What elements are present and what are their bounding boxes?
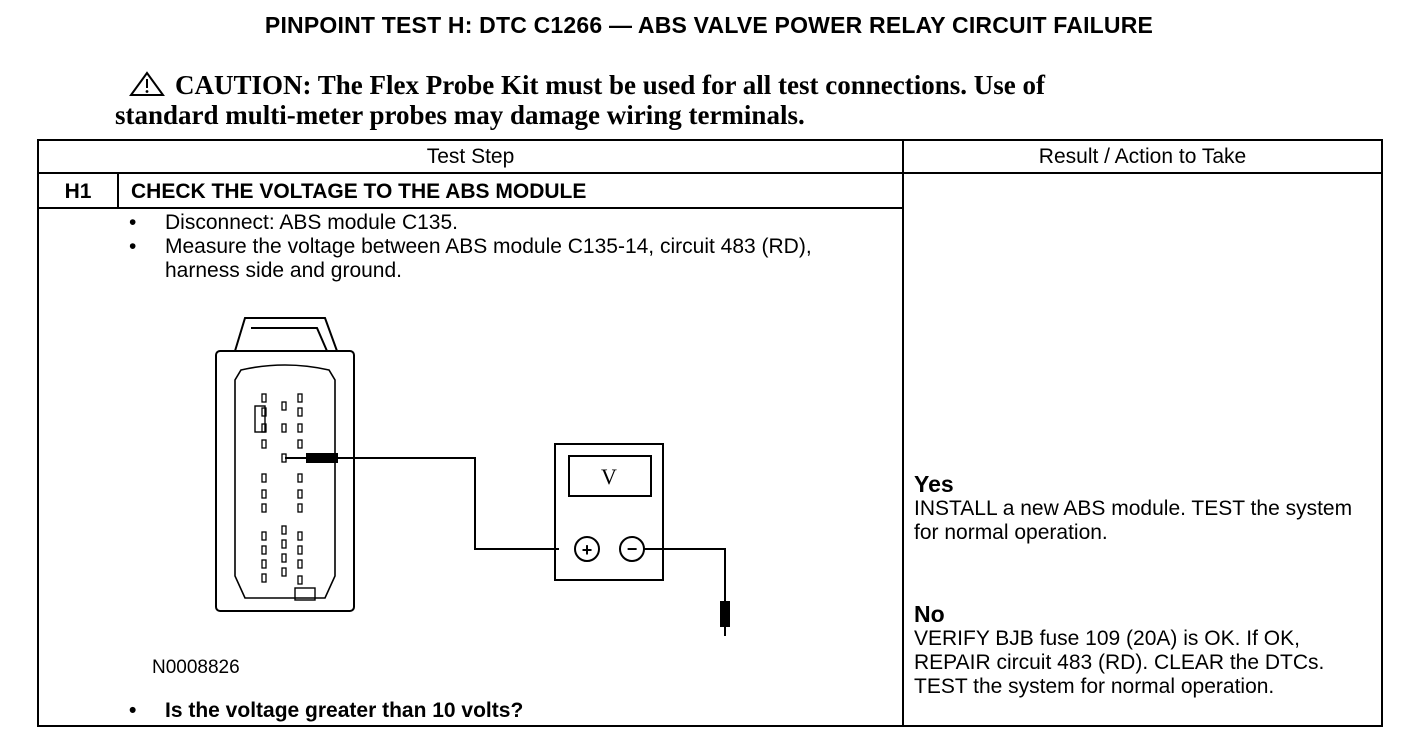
result-no: No VERIFY BJB fuse 109 (20A) is OK. If O…	[914, 601, 1374, 699]
meter-minus-terminal: −	[627, 539, 638, 559]
result-yes: Yes INSTALL a new ABS module. TEST the s…	[914, 471, 1374, 545]
result-no-text: VERIFY BJB fuse 109 (20A) is OK. If OK, …	[914, 627, 1325, 698]
header-result: Result / Action to Take	[1038, 145, 1247, 168]
caution-label: CAUTION:	[175, 70, 312, 100]
figure-code: N0008826	[152, 657, 240, 678]
header-divider	[39, 172, 1381, 174]
negative-test-lead	[644, 548, 730, 636]
step-question: Is the voltage greater than 10 volts?	[127, 699, 523, 723]
caution-text-line2: standard multi-meter probes may damage w…	[115, 100, 805, 130]
abs-connector	[215, 317, 355, 612]
voltmeter	[554, 443, 664, 581]
caution-text-line1: The Flex Probe Kit must be used for all …	[317, 70, 1045, 100]
instruction-item: Disconnect: ABS module C135.	[127, 211, 887, 235]
meter-plus-terminal: +	[582, 540, 593, 560]
step-heading: CHECK THE VOLTAGE TO THE ABS MODULE	[131, 180, 587, 203]
step-id-divider	[117, 173, 119, 209]
result-no-label: No	[914, 601, 945, 627]
warning-triangle-icon	[129, 71, 165, 96]
meter-label: V	[601, 464, 617, 489]
column-divider	[902, 141, 904, 725]
result-yes-label: Yes	[914, 471, 954, 497]
caution-note: CAUTION: The Flex Probe Kit must be used…	[115, 70, 1235, 130]
step-id: H1	[64, 180, 92, 203]
result-yes-text: INSTALL a new ABS module. TEST the syste…	[914, 497, 1353, 544]
test-table: Test Step Result / Action to Take H1 CHE…	[37, 139, 1383, 727]
instruction-item: Measure the voltage between ABS module C…	[127, 235, 887, 283]
page-title: PINPOINT TEST H: DTC C1266 — ABS VALVE P…	[264, 12, 1154, 38]
step-heading-divider	[39, 207, 903, 209]
connector-measurement-diagram: V + −	[215, 317, 730, 636]
positive-test-lead	[285, 453, 559, 550]
header-test-step: Test Step	[426, 145, 515, 168]
connector-pins	[261, 393, 303, 585]
step-instructions: Disconnect: ABS module C135. Measure the…	[127, 211, 887, 283]
